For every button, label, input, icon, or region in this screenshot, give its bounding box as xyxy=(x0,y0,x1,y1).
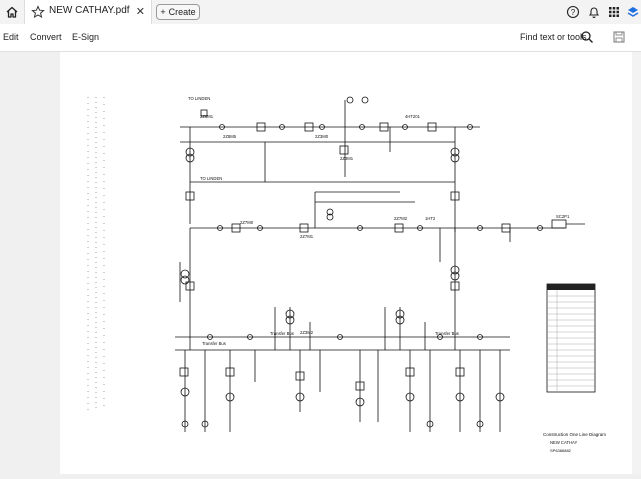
svg-text:?: ? xyxy=(571,8,576,17)
label-breaker-e: 4HT201 xyxy=(405,114,421,119)
pdf-page[interactable]: TO LINDEN TO LINDEN 2Z8M1 2Z8M5 2Z3M0 2Z… xyxy=(60,52,632,474)
label-breaker-k: 1HT2 xyxy=(425,216,436,221)
star-icon[interactable] xyxy=(31,5,45,19)
label-to-linden-top: TO LINDEN xyxy=(188,96,210,101)
label-breaker-b: 2Z8M5 xyxy=(223,134,237,139)
label-transfer-bus-right: Transfer Bus xyxy=(435,331,459,336)
label-breaker-c: 2Z3M0 xyxy=(315,134,329,139)
home-icon[interactable] xyxy=(4,4,20,20)
legend-table xyxy=(546,283,596,393)
menu-edit[interactable]: Edit xyxy=(3,32,19,42)
create-button[interactable]: + Create xyxy=(156,4,200,20)
label-breaker-f: 2Z7M0 xyxy=(240,220,254,225)
one-line-diagram: TO LINDEN TO LINDEN 2Z8M1 2Z8M5 2Z3M0 2Z… xyxy=(87,96,606,453)
plus-icon: + xyxy=(160,7,166,17)
diagram-title: Construction One Line Diagram xyxy=(543,432,606,437)
label-breaker-d: 2Z3M1 xyxy=(340,156,354,161)
menu-esign[interactable]: E-Sign xyxy=(72,32,100,42)
label-transfer-bus-mid: Transfer Bus xyxy=(270,331,294,336)
label-breaker-g: 2Z7M1 xyxy=(300,234,314,239)
label-breaker-j: 2Z3M2 xyxy=(300,330,314,335)
tab-bar: NEW CATHAY.pdf ✕ + Create ? xyxy=(0,0,641,25)
right-scroll-strip[interactable] xyxy=(632,52,641,474)
menu-convert[interactable]: Convert xyxy=(30,32,62,42)
label-to-linden-mid: TO LINDEN xyxy=(200,176,222,181)
tab-title: NEW CATHAY.pdf xyxy=(49,5,130,16)
account-avatar-icon[interactable] xyxy=(626,5,640,19)
label-breaker-a: 2Z8M1 xyxy=(200,114,214,119)
create-label: Create xyxy=(168,7,196,17)
label-transfer-bus-left: Transfer Bus xyxy=(202,341,226,346)
document-tab[interactable]: NEW CATHAY.pdf ✕ xyxy=(24,0,152,24)
toolbar: Edit Convert E-Sign Find text or tools xyxy=(0,24,641,52)
search-icon[interactable] xyxy=(580,30,594,44)
label-breaker-i: SC2P1 xyxy=(556,214,570,219)
save-icon[interactable] xyxy=(612,30,626,44)
notifications-bell-icon[interactable] xyxy=(587,5,601,19)
apps-grid-icon[interactable] xyxy=(607,5,621,19)
diagram-subtitle: NEW CATHAY xyxy=(550,440,578,445)
find-text-tools[interactable]: Find text or tools xyxy=(520,32,587,42)
help-icon[interactable]: ? xyxy=(566,5,580,19)
left-notes xyxy=(87,97,105,412)
label-breaker-h: 2Z7M2 xyxy=(394,216,408,221)
left-panel xyxy=(0,52,61,474)
close-tab-icon[interactable]: ✕ xyxy=(135,6,145,18)
diagram-code: SP6386882 xyxy=(550,448,572,453)
